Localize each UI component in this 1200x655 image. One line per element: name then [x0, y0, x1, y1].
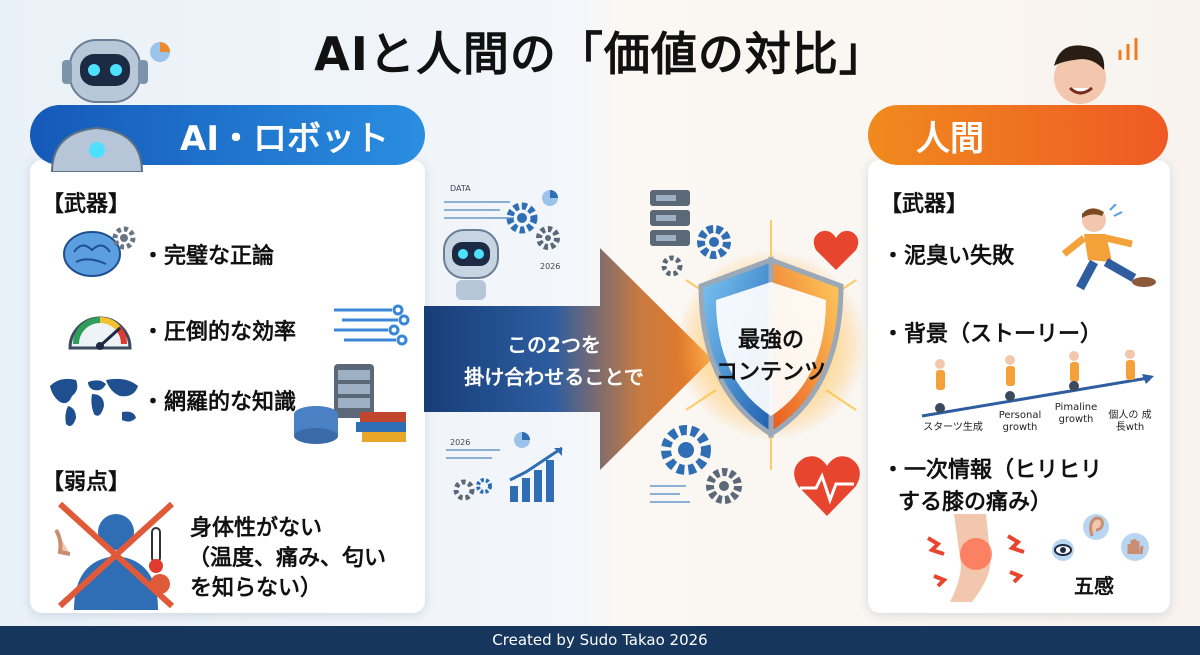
pie-chart-icon	[150, 42, 170, 62]
arrow-text-line-1: この2つを	[507, 333, 601, 357]
year-label-top: 2026	[540, 262, 561, 271]
five-senses-label: 五感	[1074, 574, 1114, 598]
hand-icon	[1121, 533, 1149, 561]
chart-panel-icon	[446, 432, 563, 502]
shield-text-line-2: コンテンツ	[715, 360, 826, 385]
ai-weakness-line-3: を知らない）	[190, 576, 323, 601]
growth-label-4: 個人の 成長wth	[1108, 410, 1152, 433]
ai-weapons-heading: 【武器】	[42, 192, 131, 217]
arrow-text-line-2: 掛け合わせることで	[464, 365, 644, 389]
data-lines-icon	[444, 190, 558, 219]
shield-text-line-1: 最強の	[737, 328, 804, 353]
no-body-icon	[54, 501, 175, 610]
growth-timeline-icon	[921, 350, 1154, 418]
small-robot-icon	[443, 229, 499, 300]
shield-icon	[676, 220, 866, 470]
human-weapon-failure: ・泥臭い失敗	[882, 244, 1015, 269]
ai-weakness-line-1: 身体性がない	[190, 516, 323, 541]
human-weapon-story: ・背景（ストーリー）	[882, 322, 1103, 347]
ai-weapon-efficiency: ・圧倒的な効率	[142, 320, 297, 345]
gears-lower-icon	[650, 425, 742, 504]
stumbling-person-icon	[1061, 204, 1156, 291]
growth-label-1: スターツ生成	[923, 422, 983, 433]
server-icon	[650, 190, 731, 276]
page-title: AIと人間の「価値の対比」	[314, 27, 886, 81]
growth-label-3: Pimaline growth	[1054, 402, 1098, 425]
heartbeat-icon	[794, 456, 860, 516]
eye-icon	[1052, 539, 1074, 561]
server-books-icon	[294, 364, 406, 444]
world-map-icon	[50, 378, 138, 426]
human-weapon-firsthand-2: する膝の痛み）	[898, 490, 1053, 515]
circuit-lines-icon	[334, 304, 410, 346]
robot-bust-icon	[50, 126, 144, 172]
footer-credit: Created by Sudo Takao 2026	[0, 626, 1200, 655]
growth-label-2: Personal growth	[998, 410, 1042, 433]
knee-pain-icon	[926, 514, 1025, 602]
speedometer-icon	[68, 316, 132, 350]
ear-icon	[1083, 514, 1109, 540]
combine-arrow	[424, 248, 712, 470]
year-label-bottom: 2026	[450, 438, 471, 447]
human-weapons-heading: 【武器】	[880, 192, 969, 217]
ai-weapon-knowledge: ・網羅的な知識	[142, 390, 297, 415]
ai-weapon-logic: ・完璧な正論	[142, 244, 275, 269]
gears-icon	[506, 202, 560, 250]
human-panel	[868, 160, 1170, 613]
ai-weakness-line-2: （温度、痛み、匂い	[188, 546, 387, 571]
heart-icon	[813, 230, 859, 270]
data-label: DATA	[450, 184, 471, 193]
brain-gear-icon	[63, 226, 136, 277]
ai-weakness-heading: 【弱点】	[42, 470, 131, 495]
human-banner: 人間	[868, 105, 1168, 165]
human-weapon-firsthand-1: ・一次情報（ヒリヒリ	[882, 458, 1103, 483]
